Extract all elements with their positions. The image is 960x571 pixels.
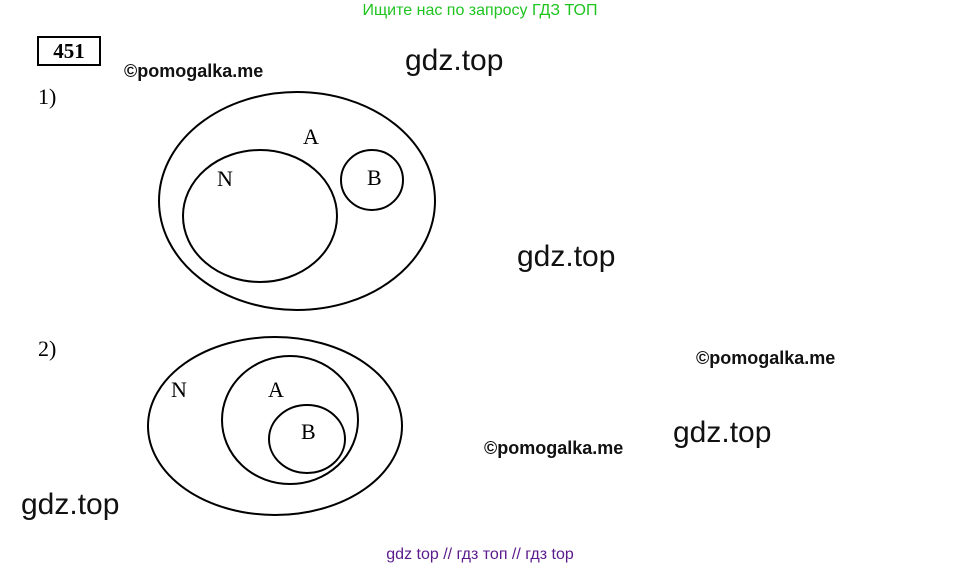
- set-b-ellipse: [268, 404, 346, 474]
- label-n: N: [217, 166, 233, 191]
- watermark-gdz: gdz.top: [405, 44, 504, 77]
- header-banner: Ищите нас по запросу ГДЗ ТОП: [362, 2, 598, 19]
- venn-diagram-1: [158, 91, 436, 311]
- watermark-pomogalka: ©pomogalka.me: [124, 61, 264, 81]
- footer-links: gdz top // гдз топ // гдз top: [386, 546, 574, 563]
- watermark-gdz: gdz.top: [673, 416, 772, 449]
- watermark-gdz: gdz.top: [21, 488, 120, 521]
- label-b: B: [367, 165, 382, 190]
- part-2-label: 2): [38, 336, 57, 361]
- watermark-pomogalka: ©pomogalka.me: [696, 348, 836, 368]
- label-n: N: [171, 377, 187, 402]
- watermark-gdz: gdz.top: [517, 240, 616, 273]
- label-b: B: [301, 419, 316, 444]
- part-1-label: 1): [38, 84, 57, 109]
- task-number: 451: [37, 36, 101, 66]
- set-a-ellipse: [221, 355, 359, 485]
- set-n-ellipse: [147, 336, 403, 516]
- venn-diagram-2: [147, 336, 403, 516]
- set-n-ellipse: [182, 149, 338, 283]
- label-a: A: [268, 377, 284, 402]
- set-a-ellipse: [158, 91, 436, 311]
- set-b-ellipse: [340, 149, 404, 211]
- watermark-pomogalka: ©pomogalka.me: [484, 438, 624, 458]
- label-a: A: [303, 124, 319, 149]
